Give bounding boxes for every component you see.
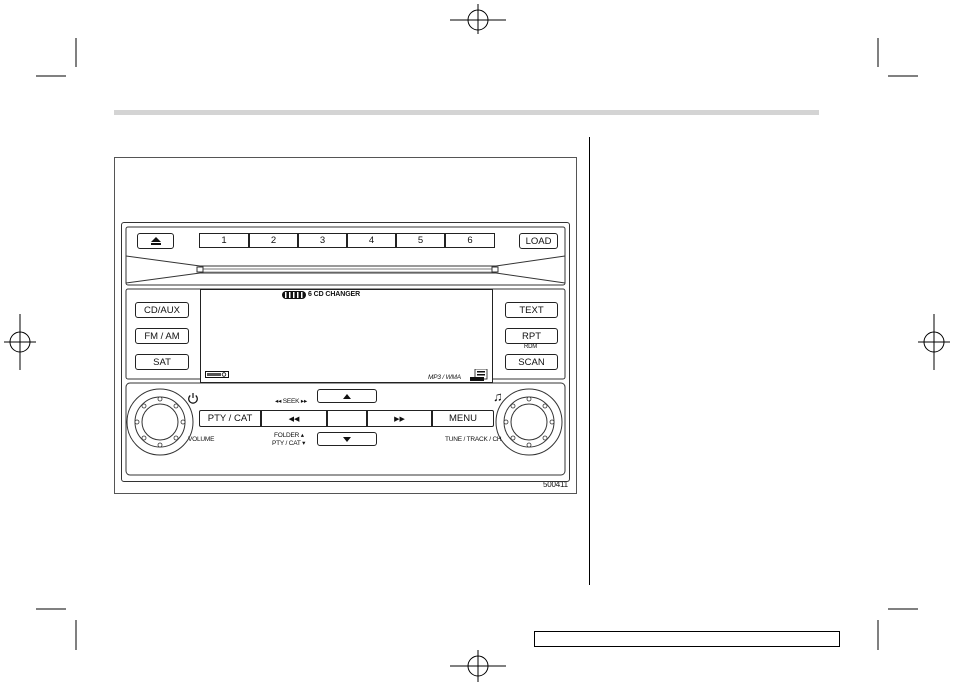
- display-screen: [200, 289, 493, 383]
- tune-knob[interactable]: [504, 397, 554, 447]
- load-button[interactable]: LOAD: [519, 233, 558, 249]
- triangle-down-icon: [343, 436, 351, 442]
- power-icon: [188, 393, 198, 404]
- siriusxm-logo-icon: [205, 371, 229, 378]
- preset-5-button[interactable]: 5: [396, 233, 445, 248]
- figure-frame: [114, 157, 577, 494]
- folder-pty-cat-label: PTY / CAT ▾: [272, 440, 306, 447]
- mp3-wma-label: MP3 / WMA: [428, 374, 461, 381]
- pty-cat-button[interactable]: PTY / CAT: [199, 410, 261, 427]
- footer-box: [534, 631, 840, 647]
- radio-unit: [121, 222, 570, 482]
- menu-button[interactable]: MENU: [432, 410, 494, 427]
- preset-2-button[interactable]: 2: [249, 233, 298, 248]
- preset-3-button[interactable]: 3: [298, 233, 347, 248]
- rewind-icon: ◀◀: [288, 415, 300, 423]
- folder-up-button[interactable]: [317, 389, 377, 403]
- scan-button[interactable]: SCAN: [505, 354, 558, 370]
- volume-knob[interactable]: [135, 397, 185, 447]
- preset-1-button[interactable]: 1: [199, 233, 249, 248]
- column-divider: [589, 137, 590, 585]
- tune-track-ch-label: TUNE / TRACK / CH: [445, 436, 502, 443]
- seek-forward-button[interactable]: ▶▶: [367, 410, 432, 427]
- cd-aux-button[interactable]: CD/AUX: [135, 302, 189, 318]
- preset-4-button[interactable]: 4: [347, 233, 396, 248]
- sat-button[interactable]: SAT: [135, 354, 189, 370]
- folder-down-button[interactable]: [317, 432, 377, 446]
- seek-label: ◂◂ SEEK ▸▸: [275, 398, 308, 405]
- figure-number: 500411: [543, 480, 568, 489]
- seek-back-button[interactable]: ◀◀: [261, 410, 327, 427]
- rdm-label: RDM: [524, 344, 538, 350]
- volume-label: VOLUME: [188, 436, 215, 443]
- center-blank-button[interactable]: [327, 410, 367, 427]
- disc-icon: [470, 369, 488, 381]
- preset-6-button[interactable]: 6: [445, 233, 495, 248]
- eject-icon: [150, 237, 161, 245]
- header-rule: [114, 110, 819, 115]
- disc-stack-icon: [282, 291, 306, 299]
- triangle-up-icon: [343, 393, 351, 399]
- eject-button[interactable]: [137, 233, 174, 249]
- text-button[interactable]: TEXT: [505, 302, 558, 318]
- fm-am-button[interactable]: FM / AM: [135, 328, 189, 344]
- folder-label: FOLDER ▴: [274, 432, 304, 439]
- rpt-button[interactable]: RPT: [505, 328, 558, 344]
- music-note-icon: ♫: [493, 389, 503, 404]
- cd-changer-label: 6 CD CHANGER: [308, 291, 361, 298]
- fast-forward-icon: ▶▶: [394, 415, 405, 423]
